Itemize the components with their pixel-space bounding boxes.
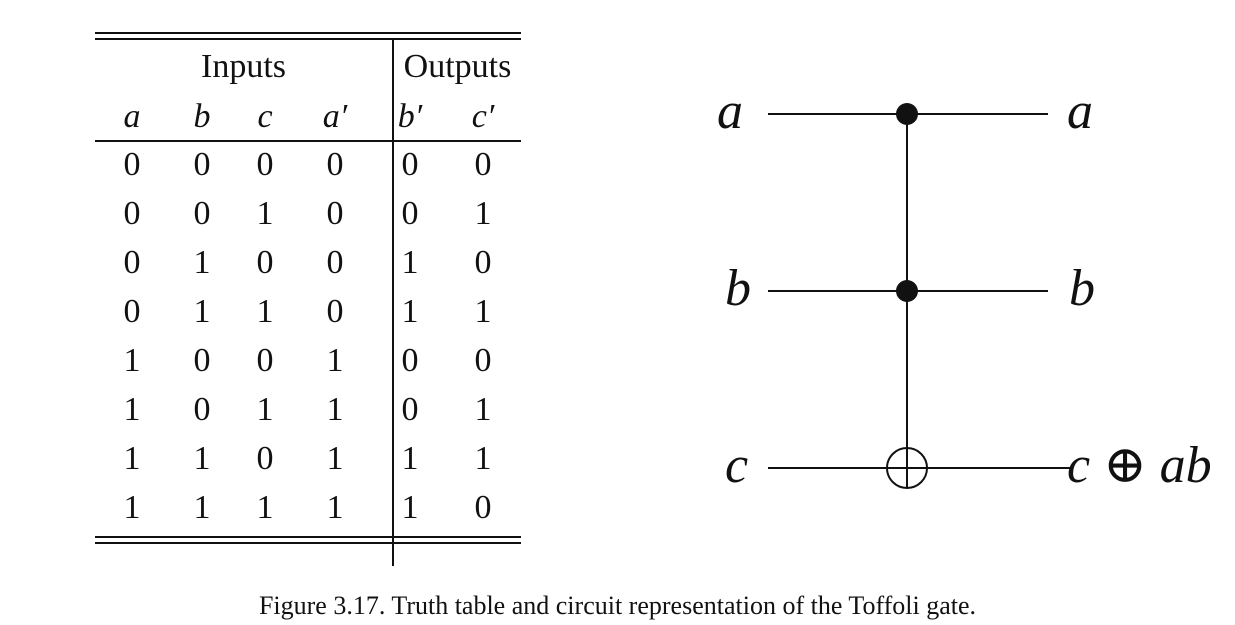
table-cell: 1 <box>401 244 419 281</box>
input-label-a: a <box>717 83 743 140</box>
table-cell: 0 <box>123 244 141 281</box>
output-label-c-xor-ab: c ⊕ ab <box>1067 437 1212 494</box>
circuit-diagram <box>768 103 1072 489</box>
column-header: b <box>193 98 211 135</box>
column-header: c′ <box>471 98 495 135</box>
table-cell: 1 <box>193 293 211 330</box>
output-label-b: b <box>1069 260 1095 317</box>
table-cell: 0 <box>193 195 211 232</box>
column-header: b′ <box>397 98 423 135</box>
table-cell: 0 <box>193 146 211 183</box>
column-header: a <box>123 98 141 135</box>
header-rule <box>95 140 521 142</box>
column-header: a′ <box>322 98 348 135</box>
table-cell: 0 <box>401 342 419 379</box>
bottom-rule-outer <box>95 542 521 544</box>
xor-target-icon <box>886 447 928 489</box>
table-cell: 1 <box>474 293 492 330</box>
table-cell: 0 <box>326 146 344 183</box>
column-header: c <box>257 98 273 135</box>
table-cell: 1 <box>326 489 344 526</box>
table-cell: 1 <box>326 342 344 379</box>
table-cell: 0 <box>474 146 492 183</box>
table-cell: 1 <box>474 440 492 477</box>
table-cell: 1 <box>256 195 274 232</box>
table-cell: 1 <box>193 489 211 526</box>
table-cell: 1 <box>326 391 344 428</box>
table-cell: 1 <box>123 489 141 526</box>
table-cell: 0 <box>193 342 211 379</box>
table-cell: 1 <box>401 489 419 526</box>
table-cell: 0 <box>401 391 419 428</box>
control-dot-b <box>896 280 918 302</box>
table-cell: 1 <box>123 391 141 428</box>
table-cell: 1 <box>123 342 141 379</box>
table-cell: 0 <box>256 146 274 183</box>
table-cell: 0 <box>326 293 344 330</box>
table-cell: 1 <box>193 440 211 477</box>
control-dot-a <box>896 103 918 125</box>
figure-caption: Figure 3.17. Truth table and circuit rep… <box>258 591 977 620</box>
table-cell: 0 <box>256 440 274 477</box>
table-cell: 0 <box>123 146 141 183</box>
table-cell: 1 <box>256 293 274 330</box>
toffoli-circuit: a b c a b c ⊕ ab <box>700 60 1235 520</box>
table-cell: 1 <box>474 391 492 428</box>
column-divider <box>392 40 394 566</box>
table-cell: 1 <box>401 293 419 330</box>
table-cell: 0 <box>474 342 492 379</box>
table-cell: 1 <box>193 244 211 281</box>
table-cell: 0 <box>326 195 344 232</box>
table-cell: 0 <box>474 489 492 526</box>
table-cell: 1 <box>256 391 274 428</box>
table-cell: 0 <box>256 244 274 281</box>
top-rule-inner <box>95 38 521 40</box>
input-label-c: c <box>725 437 749 494</box>
group-header-outputs: Outputs <box>403 48 512 85</box>
table-cell: 0 <box>256 342 274 379</box>
table-cell: 0 <box>193 391 211 428</box>
bottom-rule-inner <box>95 536 521 538</box>
table-cell: 0 <box>326 244 344 281</box>
table-cell: 0 <box>401 146 419 183</box>
table-cell: 1 <box>256 489 274 526</box>
table-cell: 1 <box>401 440 419 477</box>
table-cell: 1 <box>474 195 492 232</box>
group-header-inputs: Inputs <box>201 48 286 85</box>
table-cell: 1 <box>326 440 344 477</box>
table-cell: 1 <box>123 440 141 477</box>
table-cell: 0 <box>401 195 419 232</box>
table-cell: 0 <box>123 293 141 330</box>
top-rule-outer <box>95 32 521 34</box>
table-cell: 0 <box>474 244 492 281</box>
input-label-b: b <box>725 260 751 317</box>
truth-table: Inputs Outputs a b c a′ b′ c′ 0 0 0 0 0 0 0 0 1 0 0 1 0 1 0… <box>95 30 521 566</box>
output-label-a: a <box>1067 83 1093 140</box>
table-cell: 0 <box>123 195 141 232</box>
